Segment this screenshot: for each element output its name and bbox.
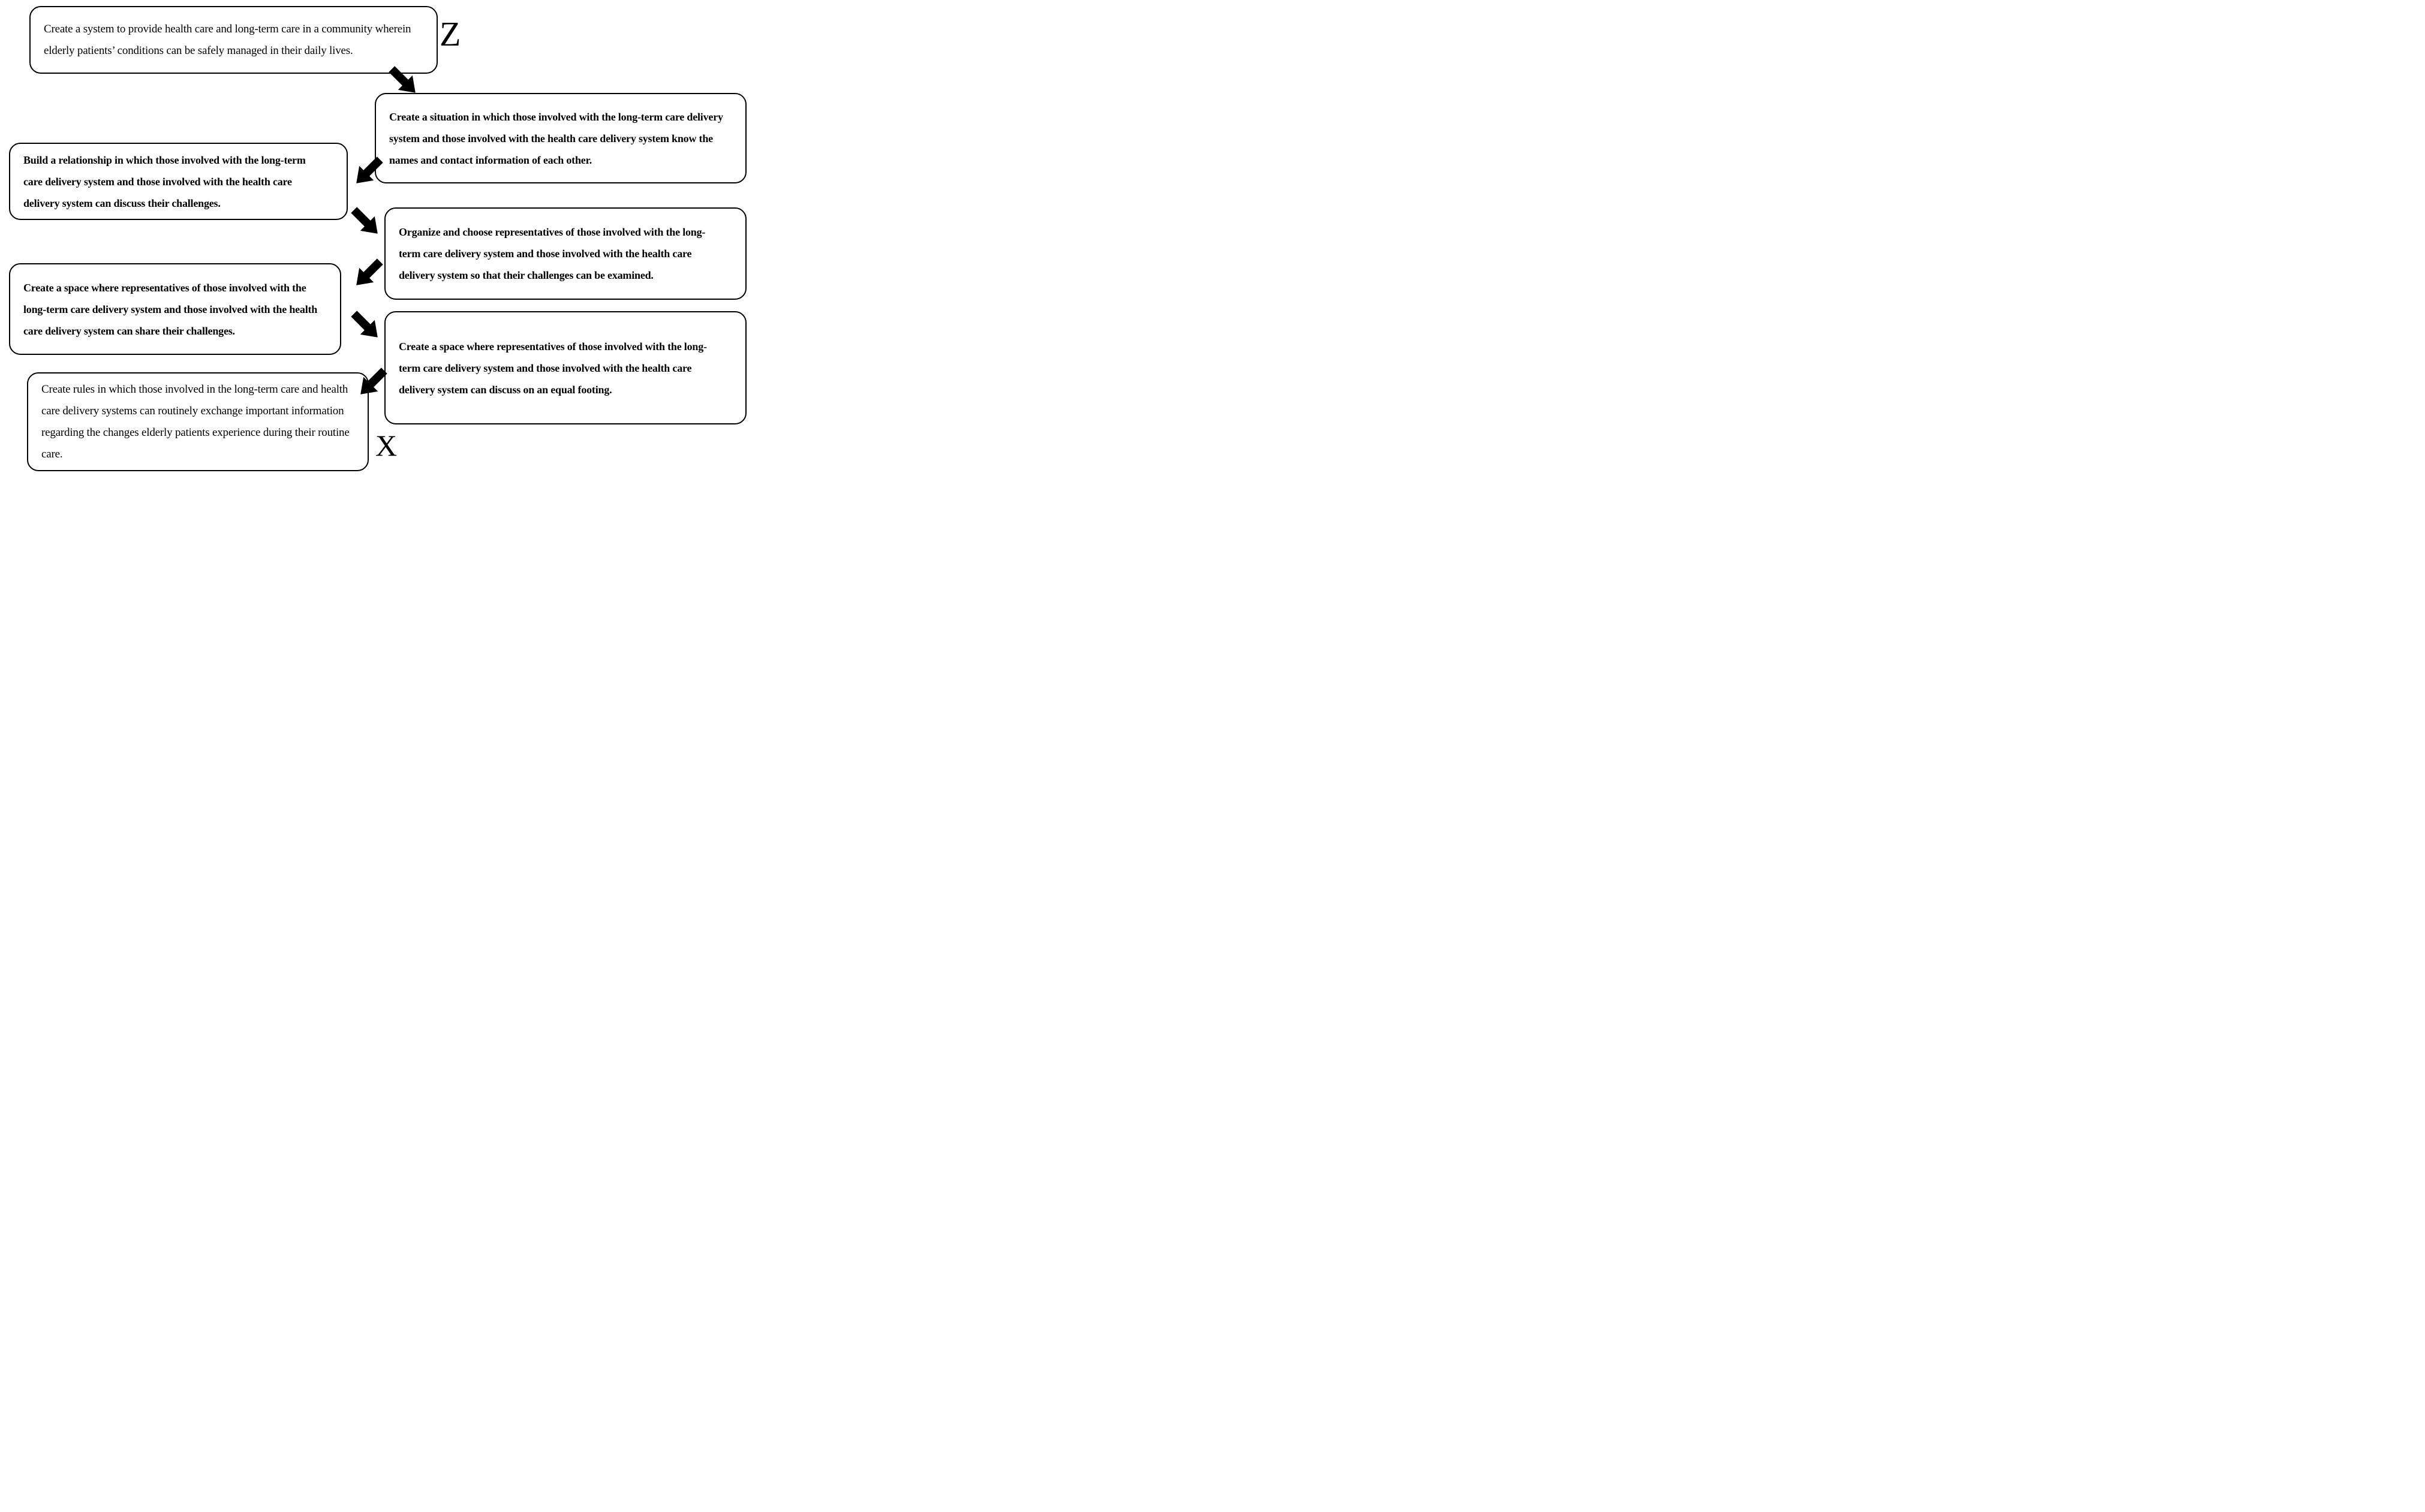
flow-box-4-line: delivery system so that their challenges… — [399, 269, 654, 281]
flow-box-2-line: system and those involved with the healt… — [389, 132, 713, 144]
flow-box-6: Create a space where representatives of … — [384, 311, 747, 424]
arrow-down-right-icon — [347, 203, 385, 241]
flow-box-2-line: names and contact information of each ot… — [389, 153, 592, 166]
flow-box-6-line: delivery system can discuss on an equal … — [399, 383, 612, 396]
flow-box-3-line: care delivery system and those involved … — [23, 175, 292, 188]
label-x: X — [375, 429, 398, 462]
flow-box-5-line: Create a space where representatives of … — [23, 281, 306, 294]
flow-box-7-line: care delivery systems can routinely exch… — [41, 404, 344, 417]
flow-box-7: Create rules in which those involved in … — [27, 372, 369, 471]
flow-box-4-line: term care delivery system and those invo… — [399, 248, 692, 260]
flow-box-2: Create a situation in which those involv… — [375, 93, 747, 183]
arrow-down-right-icon — [347, 306, 385, 345]
flow-box-3: Build a relationship in which those invo… — [9, 143, 348, 220]
label-z: Z — [440, 14, 461, 53]
flow-box-3-line: delivery system can discuss their challe… — [23, 197, 221, 209]
flow-diagram: Create a system to provide health care a… — [0, 0, 758, 472]
flow-box-6-line: Create a space where representatives of … — [399, 340, 707, 353]
flow-box-5: Create a space where representatives of … — [9, 263, 341, 355]
flow-box-1-line: elderly patients’ conditions can be safe… — [44, 44, 353, 57]
flow-box-1-line: Create a system to provide health care a… — [44, 22, 411, 35]
flow-box-3-line: Build a relationship in which those invo… — [23, 153, 306, 166]
arrow-down-left-icon — [349, 152, 387, 191]
flow-box-7-line: regarding the changes elderly patients e… — [41, 426, 350, 439]
flow-box-5-line: care delivery system can share their cha… — [23, 324, 235, 337]
flow-box-7-line: Create rules in which those involved in … — [41, 382, 348, 396]
arrow-down-right-icon — [384, 62, 423, 100]
arrow-down-left-icon — [353, 363, 392, 402]
flow-box-5-line: long-term care delivery system and those… — [23, 303, 318, 315]
flow-box-4-line: Organize and choose representatives of t… — [399, 226, 706, 238]
flow-box-1: Create a system to provide health care a… — [29, 6, 438, 74]
flow-box-2-line: Create a situation in which those involv… — [389, 110, 723, 123]
flow-box-7-line: care. — [41, 447, 63, 460]
arrow-down-left-icon — [349, 254, 387, 293]
flow-box-6-line: term care delivery system and those invo… — [399, 362, 692, 374]
flow-box-4: Organize and choose representatives of t… — [384, 207, 747, 300]
